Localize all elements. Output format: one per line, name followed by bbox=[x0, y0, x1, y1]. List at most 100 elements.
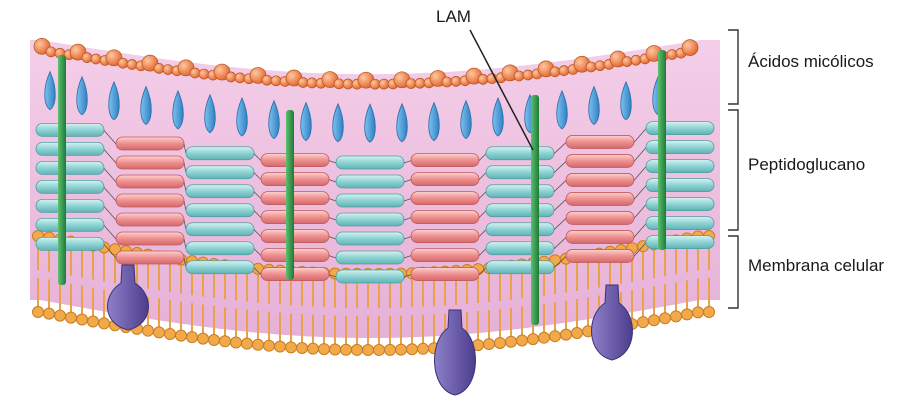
peptidoglycan-unit bbox=[411, 230, 479, 243]
peptidoglycan-unit bbox=[646, 141, 714, 154]
peptidoglycan-unit bbox=[116, 156, 184, 169]
mycolic-head bbox=[478, 74, 488, 84]
peptidoglycan-unit bbox=[411, 154, 479, 167]
lipid-head bbox=[77, 314, 88, 325]
peptidoglycan-unit bbox=[36, 218, 104, 231]
layer-brackets bbox=[728, 30, 738, 308]
peptidoglycan-unit bbox=[411, 268, 479, 281]
lipid-head bbox=[396, 344, 407, 355]
lipid-head bbox=[363, 344, 374, 355]
peptidoglycan-unit bbox=[186, 242, 254, 255]
mycolic-head bbox=[127, 60, 137, 70]
peptidoglycan-unit bbox=[116, 251, 184, 264]
peptidoglycan-unit bbox=[486, 261, 554, 274]
lipid-head bbox=[242, 338, 253, 349]
lipid-head bbox=[330, 344, 341, 355]
peptidoglycan-unit bbox=[646, 179, 714, 192]
layer-bracket bbox=[728, 110, 738, 230]
mycolic-head bbox=[682, 40, 698, 56]
mycolic-head bbox=[334, 79, 344, 89]
peptidoglycan-unit bbox=[336, 270, 404, 283]
peptidoglycan-unit bbox=[646, 236, 714, 249]
peptidoglycan-unit bbox=[411, 192, 479, 205]
lipid-head bbox=[66, 312, 77, 323]
peptidoglycan-unit bbox=[486, 223, 554, 236]
peptidoglycan-unit bbox=[566, 249, 634, 262]
peptidoglycan-unit bbox=[566, 211, 634, 224]
peptidoglycan-unit bbox=[186, 204, 254, 217]
layer-bracket bbox=[728, 30, 738, 104]
lipid-head bbox=[660, 313, 671, 324]
lipid-head bbox=[209, 334, 220, 345]
lipid-head bbox=[539, 332, 550, 343]
mycolic-acids-label: Ácidos micólicos bbox=[748, 52, 874, 72]
peptidoglycan-unit bbox=[486, 242, 554, 255]
lipid-head bbox=[550, 331, 561, 342]
lipid-head bbox=[418, 343, 429, 354]
mycolic-head bbox=[451, 76, 461, 86]
lipid-head bbox=[187, 332, 198, 343]
mycolic-head bbox=[226, 72, 236, 82]
lipid-head bbox=[33, 307, 44, 318]
mycolic-head bbox=[46, 47, 56, 57]
peptidoglycan-unit bbox=[486, 185, 554, 198]
mycolic-head bbox=[415, 78, 425, 88]
peptidoglycan-unit bbox=[261, 249, 329, 262]
peptidoglycan-unit bbox=[646, 198, 714, 211]
mycolic-head bbox=[442, 77, 452, 87]
peptidoglycan-unit bbox=[186, 147, 254, 160]
peptidoglycan-unit bbox=[116, 194, 184, 207]
lipid-head bbox=[649, 315, 660, 326]
lipid-head bbox=[220, 336, 231, 347]
peptidoglycan-unit bbox=[336, 156, 404, 169]
lipid-head bbox=[682, 309, 693, 320]
peptidoglycan-unit bbox=[486, 204, 554, 217]
peptidoglycan-unit bbox=[186, 223, 254, 236]
peptidoglycan-unit bbox=[566, 230, 634, 243]
lipid-head bbox=[407, 344, 418, 355]
lipid-head bbox=[99, 318, 110, 329]
peptidoglycan-unit bbox=[261, 230, 329, 243]
mycolic-head bbox=[667, 50, 677, 60]
cell-membrane-label: Membrana celular bbox=[748, 256, 884, 276]
peptidoglycan-unit bbox=[566, 135, 634, 148]
layer-bracket bbox=[728, 236, 738, 308]
peptidoglycan-unit bbox=[336, 175, 404, 188]
peptidoglycan-unit bbox=[36, 237, 104, 250]
lipid-head bbox=[154, 327, 165, 338]
lipid-head bbox=[506, 336, 517, 347]
lipid-head bbox=[561, 329, 572, 340]
mycolic-head bbox=[82, 53, 92, 63]
lipid-head bbox=[495, 337, 506, 348]
peptidoglycan-unit bbox=[36, 180, 104, 193]
lipid-head bbox=[517, 335, 528, 346]
mycolic-head bbox=[91, 54, 101, 64]
mycolic-head bbox=[154, 63, 164, 73]
lipid-head bbox=[253, 339, 264, 350]
mycolic-head bbox=[523, 70, 533, 80]
peptidoglycan-unit bbox=[646, 217, 714, 230]
lipid-head bbox=[671, 311, 682, 322]
peptidoglycan-unit bbox=[261, 154, 329, 167]
peptidoglycan-unit bbox=[486, 147, 554, 160]
lipid-head bbox=[693, 307, 704, 318]
lam-strand bbox=[531, 95, 539, 325]
mycolic-head bbox=[379, 79, 389, 89]
peptidoglycan-unit bbox=[261, 173, 329, 186]
lipid-head bbox=[341, 344, 352, 355]
mycolic-head bbox=[190, 68, 200, 78]
lam-strand bbox=[658, 50, 666, 250]
mycolic-head bbox=[271, 76, 281, 86]
lipid-head bbox=[385, 344, 396, 355]
lipid-head bbox=[143, 325, 154, 336]
lipid-head bbox=[484, 339, 495, 350]
peptidoglycan-unit bbox=[411, 211, 479, 224]
mycolic-head bbox=[199, 69, 209, 79]
lipid-head bbox=[572, 327, 583, 338]
peptidoglycan-unit bbox=[261, 268, 329, 281]
peptidoglycan-unit bbox=[336, 251, 404, 264]
peptidoglycan-unit bbox=[566, 154, 634, 167]
mycolic-head bbox=[631, 55, 641, 65]
peptidoglycan-unit bbox=[116, 137, 184, 150]
lipid-head bbox=[704, 307, 715, 318]
